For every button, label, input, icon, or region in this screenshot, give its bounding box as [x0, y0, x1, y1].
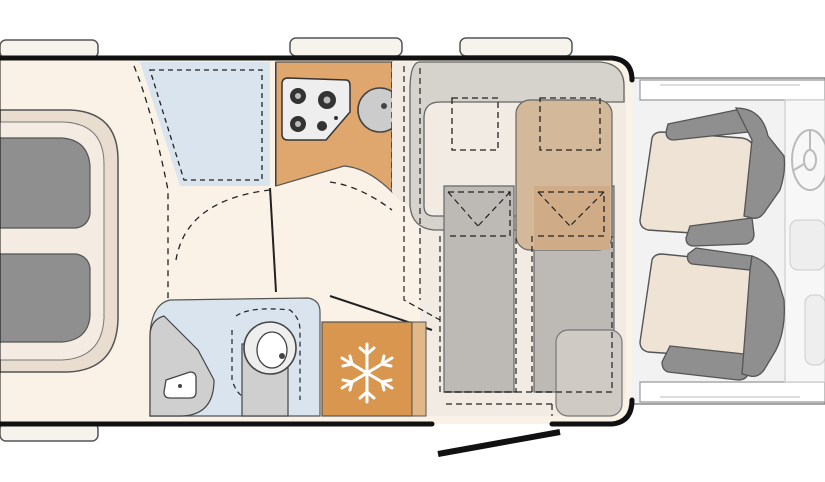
bed-pillow-area: [534, 186, 610, 250]
toilet-icon: [241, 321, 297, 417]
rear-lounge: [0, 109, 119, 373]
rear-cushion-top: [0, 137, 91, 229]
fridge: [321, 321, 427, 417]
lounge-bed-area: [392, 61, 626, 417]
aisle-guides: [133, 65, 393, 300]
cab-seats: [639, 107, 786, 381]
wall-bottom-front: [549, 397, 635, 427]
cooktop-icon: [281, 77, 351, 141]
window-top-3: [459, 37, 573, 57]
bathroom: [149, 297, 321, 417]
outer-walls: [0, 55, 635, 427]
wall-top: [0, 55, 635, 83]
dash-console-2: [804, 294, 825, 366]
wardrobe-body: [140, 62, 270, 186]
window-top-2: [289, 37, 403, 57]
step-box: [555, 329, 623, 417]
steering-wheel-icon: [791, 129, 825, 191]
dinette-seat: [409, 61, 625, 231]
window-top-1: [0, 39, 99, 59]
dash-console-1: [789, 219, 825, 271]
top-windows: [0, 37, 573, 442]
passenger-seat: [639, 247, 785, 381]
windscreen-top: [639, 79, 825, 101]
bed-mattress-left: [443, 185, 515, 393]
rear-cushion-bottom: [0, 253, 91, 343]
snowflake-icon: [340, 342, 394, 404]
washbasin-icon: [163, 371, 197, 399]
driver-seat: [639, 107, 786, 247]
windscreen-bottom: [639, 381, 825, 403]
entrance-door: [437, 429, 561, 457]
